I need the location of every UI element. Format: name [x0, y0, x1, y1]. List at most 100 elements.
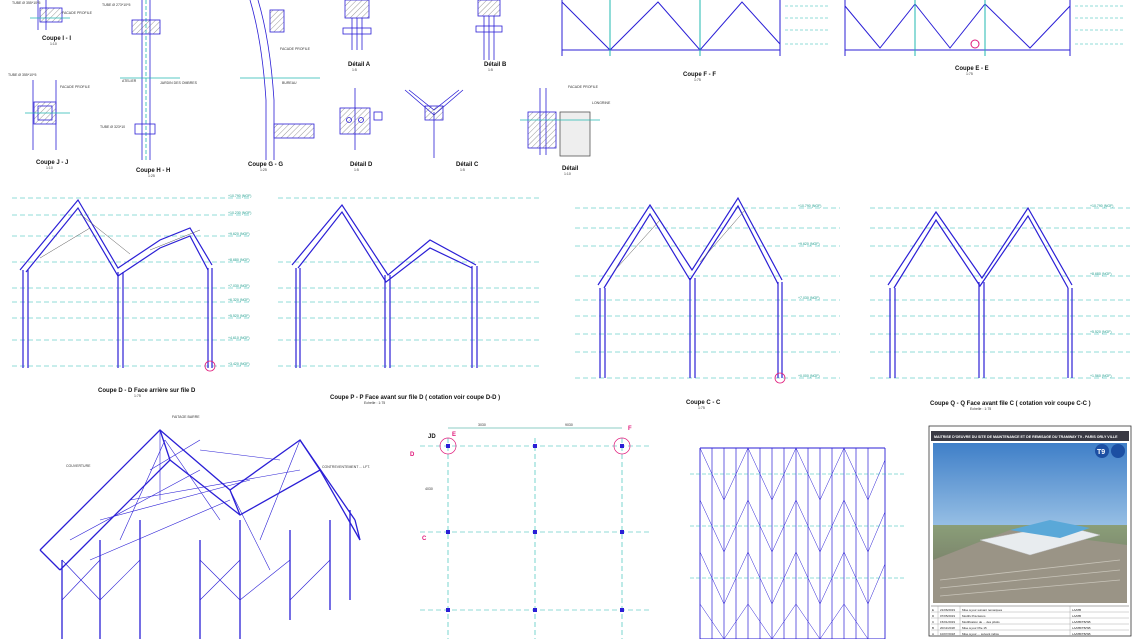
scale-coupe-g: 1:25 [260, 168, 267, 172]
svg-text:LA/MB: LA/MB [1072, 614, 1081, 618]
label-detail-e: Détail [562, 166, 579, 172]
note-g-0: FACADE PROFILE [280, 47, 311, 51]
revision-row-1: D 07/05/2019 Modifs Précisions LA/MB [932, 614, 1081, 618]
revision-row-0: E 21/06/2019 Mise à jour suivant remarqu… [932, 608, 1081, 612]
note-e-1: LONGRINE [592, 101, 611, 105]
note-h-2: TUBE Ø 323*10 [100, 125, 125, 129]
note-j-0: TUBE Ø 355*10*5 [8, 73, 36, 77]
level-9: +3.420 (NGF) [228, 362, 250, 366]
top-detail-row [25, 0, 1125, 160]
svg-text:B: B [932, 626, 934, 630]
title-block: MAITRISE D'OEUVRE DU SITE DE MAINTENANCE… [928, 425, 1132, 637]
level-3: +9.620 (NGF) [228, 232, 250, 236]
note-h-1: ATELIER [122, 79, 137, 83]
plan-grid-e: E [452, 432, 456, 438]
label-coupe-e: Coupe E - E [955, 66, 989, 72]
note-j-1: FACADE PROFILE [60, 85, 91, 89]
detail-a [342, 0, 372, 50]
plan-dim-2: 9030 [565, 423, 573, 427]
level-lines [12, 197, 1130, 379]
label-coupe-j: Coupe J - J [36, 160, 68, 166]
scale-coupe-p: Echelle : 1:75 [364, 401, 385, 405]
scale-coupe-c: 1:75 [698, 406, 705, 410]
iso-note-cover: COUVERTURE [66, 464, 91, 468]
scale-coupe-e: 1:75 [966, 72, 973, 76]
scale-detail-c: 1:5 [460, 168, 465, 172]
revision-row-3: B 20/11/2018 Mise à jour Pile 15 LA/MB/T… [932, 626, 1091, 630]
note-h-0: TUBE Ø 273*10*5 [102, 3, 130, 7]
level-c-3: +7.030 (NGF) [798, 296, 820, 300]
coupe-g-detail [240, 0, 320, 160]
svg-text:20/11/2018: 20/11/2018 [940, 626, 955, 630]
scale-coupe-q: Echelle : 1:75 [970, 407, 991, 411]
level-c-1: +10.790 (NGF) [798, 204, 821, 208]
project-rendering: T9 [933, 443, 1127, 603]
revision-row-4: A 10/07/2018 Mise à jour ... suivant ind… [932, 632, 1091, 636]
tram-logo: T9 [1097, 449, 1105, 456]
level-4: +8.680 (NGF) [228, 258, 250, 262]
iso-notes: FAITAGE BARRE COUVERTURE CONTREVENTEMENT… [66, 415, 370, 469]
plan-view: 3030 9030 4030 JD E F D C [410, 423, 650, 639]
svg-text:LA/MB: LA/MB [1072, 608, 1081, 612]
note-i-0: FACADE PROFILE [62, 11, 93, 15]
coupe-i-detail [30, 0, 70, 30]
detail-b [475, 0, 503, 60]
svg-text:LA/MB/TB/SB: LA/MB/TB/SB [1072, 620, 1091, 624]
coupe-q-frame [887, 206, 1073, 378]
plan-dim-1: 3030 [478, 423, 486, 427]
level-c-4: +0.000 (NGF) [798, 374, 820, 378]
note-e-0: FACADE PROFILE [568, 85, 599, 89]
plan-grid-d: D [410, 452, 415, 458]
level-2: +10.230 (NGF) [228, 211, 251, 215]
label-coupe-g: Coupe G - G [248, 162, 283, 168]
label-coupe-q: Coupe Q - Q Face avant file C ( cotation… [930, 401, 1091, 407]
coupe-c-frame [597, 196, 786, 384]
coupe-h-detail [120, 0, 180, 160]
level-labels: +10.790 (NGF) +10.230 (NGF) +9.620 (NGF)… [228, 194, 1113, 378]
isometric-view [39, 429, 361, 639]
svg-text:A: A [932, 632, 934, 636]
label-coupe-h: Coupe H - H [136, 168, 170, 174]
label-detail-b: Détail B [484, 62, 507, 68]
top-labels: Coupe I - I Coupe J - J Coupe H - H Coup… [8, 1, 989, 178]
level-5: +7.030 (NGF) [228, 284, 250, 288]
label-detail-c: Détail C [456, 162, 479, 168]
svg-text:E: E [932, 608, 934, 612]
coupe-d-frame [19, 198, 216, 372]
scale-coupe-i: 1:10 [50, 42, 57, 46]
coupe-f-truss [561, 0, 830, 56]
level-7: +5.520 (NGF) [228, 314, 250, 318]
section-row [12, 196, 1130, 384]
svg-text:C: C [932, 620, 935, 624]
svg-text:LA/MB/TB/SB: LA/MB/TB/SB [1072, 626, 1091, 630]
iso-note-brace: CONTREVENTEMENT ... LFT. [322, 465, 370, 469]
label-coupe-p: Coupe P - P Face avant sur file D ( cota… [330, 395, 500, 401]
project-header: MAITRISE D'OEUVRE DU SITE DE MAINTENANCE… [934, 435, 1118, 439]
coupe-j-detail [25, 80, 70, 150]
level-c-2: +9.620 (NGF) [798, 242, 820, 246]
level-q-4: +1.560 (NGF) [1090, 374, 1112, 378]
svg-text:15/01/2019: 15/01/2019 [940, 620, 955, 624]
level-q-1: +10.790 (NGF) [1090, 204, 1113, 208]
svg-text:Mise à jour ... suivant indice: Mise à jour ... suivant indice [962, 632, 999, 636]
note-g-2: BUREAU [282, 81, 297, 85]
revision-row-2: C 15/01/2019 Modification de ... des pil… [932, 620, 1091, 624]
label-coupe-d: Coupe D - D Face arrière sur file D [98, 388, 196, 394]
svg-text:Mise à jour Pile 15: Mise à jour Pile 15 [962, 626, 987, 630]
svg-text:D: D [932, 614, 935, 618]
label-detail-d: Détail D [350, 162, 373, 168]
scale-coupe-d: 1:75 [134, 394, 141, 398]
svg-text:Modifs Précisions: Modifs Précisions [962, 614, 986, 618]
detail-d [339, 88, 383, 150]
section-labels: Coupe D - D Face arrière sur file D 1:75… [98, 388, 1091, 411]
level-1: +10.790 (NGF) [228, 194, 251, 198]
plan-grid-f: F [628, 426, 632, 432]
label-coupe-f: Coupe F - F [683, 72, 716, 78]
coupe-p-frame [291, 203, 478, 368]
svg-text:21/06/2019: 21/06/2019 [940, 608, 955, 612]
svg-text:LA/MB/TB/SB: LA/MB/TB/SB [1072, 632, 1091, 636]
level-8: +4.610 (NGF) [228, 336, 250, 340]
svg-text:07/05/2019: 07/05/2019 [940, 614, 955, 618]
level-6: +6.320 (NGF) [228, 298, 250, 302]
scale-coupe-f: 1:75 [694, 78, 701, 82]
